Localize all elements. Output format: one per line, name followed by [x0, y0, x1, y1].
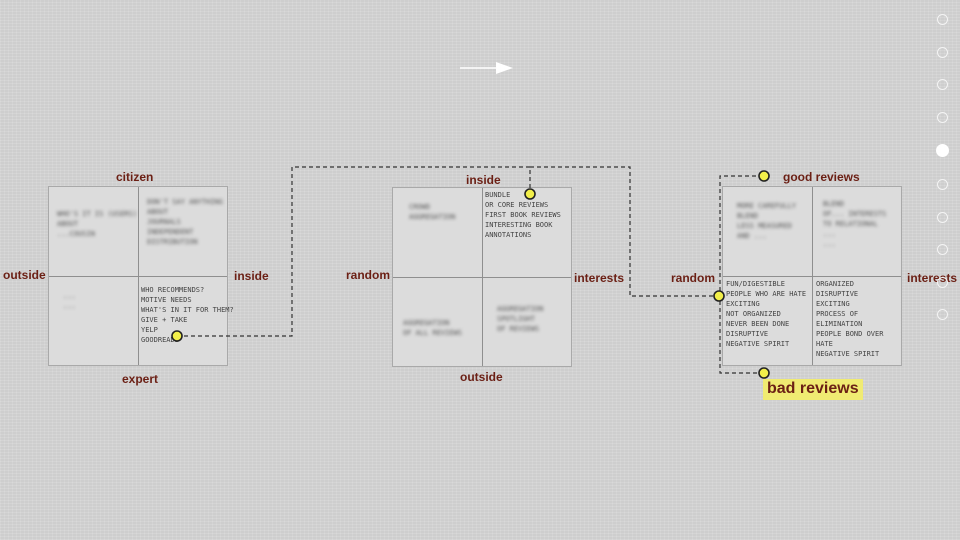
diagram2-label-right: interests [574, 271, 625, 285]
slide-nav [936, 14, 949, 342]
point-good-reviews [758, 170, 770, 182]
diagram2-label-left: random [346, 268, 391, 282]
diagram3-label-top: good reviews [783, 170, 860, 184]
slide-nav-dot[interactable] [936, 144, 949, 158]
diagram1-q-top-left: who's it is (users) about ...cousin [57, 210, 138, 238]
diagram2-label-bottom: outside [460, 370, 503, 384]
diagram2-v-axis [482, 188, 483, 366]
slide-nav-dot[interactable] [937, 309, 948, 321]
diagram1-label-left: outside [3, 268, 46, 282]
diagram2-q-bottom-left: aggregation of all reviews [403, 319, 463, 337]
diagram3-q-top-right: blend of... interests to relational ... … [823, 200, 887, 248]
diagram3-q-bottom-right: organized disruptive exciting process of… [816, 280, 884, 358]
slide-nav-dot[interactable] [937, 178, 948, 190]
slide-nav-dot[interactable] [937, 276, 948, 288]
point-bad-reviews [758, 367, 770, 379]
diagram3-panel: more carefully blend less measured and .… [722, 186, 902, 366]
slide-nav-dot[interactable] [937, 14, 948, 25]
slide-nav-dot[interactable] [937, 111, 948, 123]
connector-diagram2-to-diagram3 [530, 166, 719, 297]
point-diagram2 [524, 188, 536, 200]
diagram3-label-left: random [671, 271, 716, 285]
diagram2-label-top: inside [466, 173, 501, 187]
slide-nav-dot[interactable] [937, 244, 948, 256]
connector-diagram3-bracket [719, 175, 763, 374]
diagram1-q-top-right: don't say anything about journals indepe… [147, 198, 223, 246]
diagram2-panel: crowd aggregation bundle or core reviews… [392, 187, 572, 367]
diagram1-q-bottom-right: who recommends? motive needs what's in i… [141, 286, 234, 344]
diagram3-label-bottom: bad reviews [763, 379, 863, 400]
slide-nav-dot[interactable] [937, 211, 948, 223]
diagram1-q-bottom-left: ... ... [63, 292, 76, 310]
slide-nav-dot[interactable] [937, 46, 948, 58]
diagram3-v-axis [812, 187, 813, 365]
diagram1-label-bottom: expert [122, 372, 159, 386]
diagram1-label-top: citizen [116, 170, 154, 184]
diagram1-panel: who's it is (users) about ...cousin don'… [48, 186, 234, 366]
diagram3-q-top-left: more carefully blend less measured and .… [737, 202, 797, 240]
diagram1-label-right: inside [234, 269, 269, 283]
connector-diagram1-to-diagram2 [177, 166, 531, 337]
point-diagram3-random [713, 290, 725, 302]
arrow-right-icon[interactable] [458, 60, 516, 76]
diagram3-q-bottom-left: fun/digestible people who are hate excit… [726, 280, 807, 348]
point-diagram1 [171, 330, 183, 342]
diagram2-q-bottom-right: aggregation spotlight of reviews [497, 305, 544, 333]
diagram1-v-axis [138, 187, 139, 365]
diagram2-q-top-left: crowd aggregation [409, 203, 456, 221]
diagram2-q-top-right: bundle or core reviews first book review… [485, 191, 561, 239]
slide-nav-dot[interactable] [937, 79, 948, 91]
